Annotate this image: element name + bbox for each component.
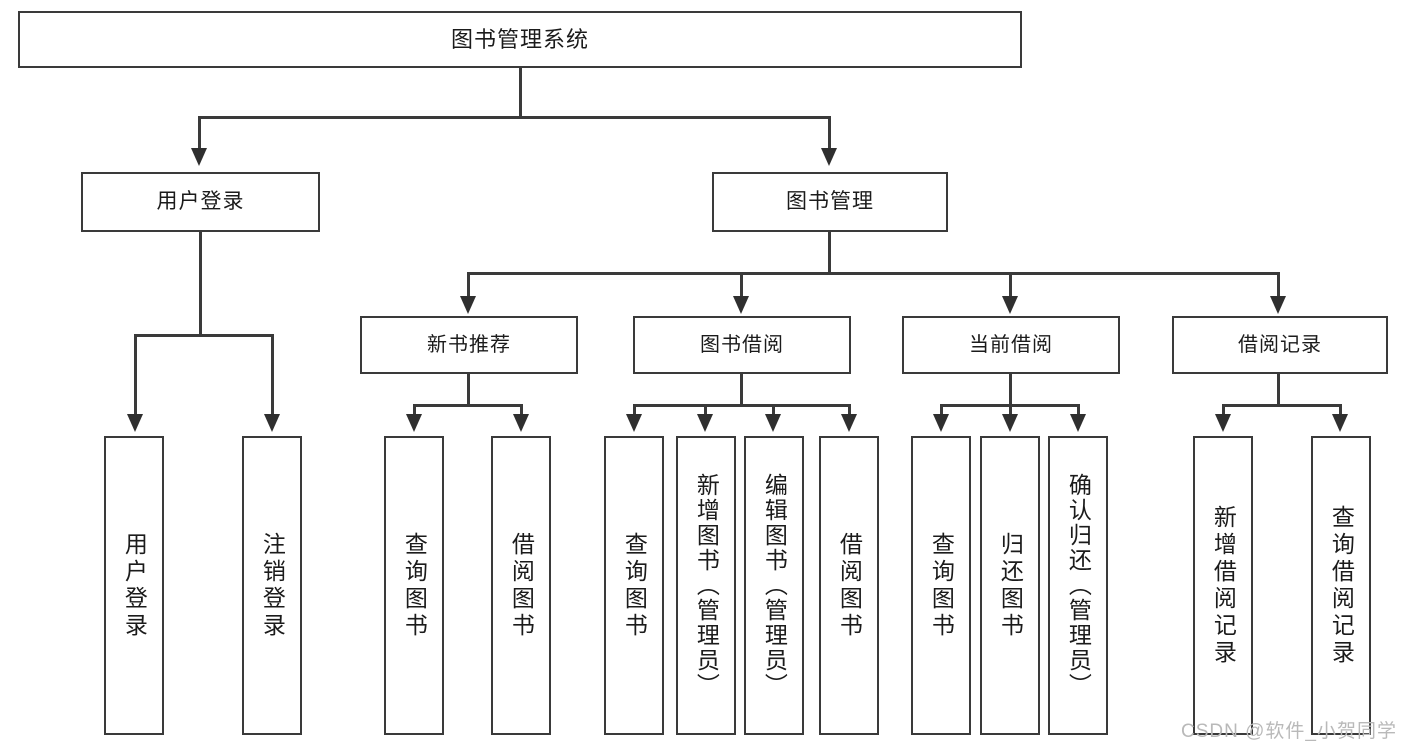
node-book-borrow[interactable]: 图书借阅 <box>633 316 851 374</box>
leaf-label: 编辑图书（管理员） <box>761 473 788 698</box>
leaf-user-login-0[interactable]: 用户登录 <box>104 436 164 735</box>
connector-login-to-leaf-1 <box>271 334 274 416</box>
connector-currentborrow-stem <box>1009 374 1012 406</box>
leaf-book-borrow-1[interactable]: 新增图书（管理员） <box>676 436 736 735</box>
arrow-newbook-to-leaf-0 <box>406 414 422 432</box>
leaf-user-login-1[interactable]: 注销登录 <box>242 436 302 735</box>
arrow-root-to-bookmgmt <box>821 148 837 166</box>
leaf-borrow-record-0[interactable]: 新增借阅记录 <box>1193 436 1253 735</box>
connector-bookborrow-to-leaf-3 <box>848 404 851 416</box>
leaf-label: 新增借阅记录 <box>1210 504 1237 667</box>
arrow-bookborrow-to-leaf-1 <box>697 414 713 432</box>
arrow-login-to-leaf-0 <box>127 414 143 432</box>
arrow-currentborrow-to-leaf-1 <box>1002 414 1018 432</box>
connector-bookmgmt-to-l3-1 <box>740 272 743 298</box>
node-root-system[interactable]: 图书管理系统 <box>18 11 1022 68</box>
connector-borrowrecord-to-leaf-0 <box>1222 404 1225 416</box>
arrow-borrowrecord-to-leaf-1 <box>1332 414 1348 432</box>
leaf-label: 借阅图书 <box>508 531 535 640</box>
leaf-label: 确认归还（管理员） <box>1065 473 1092 698</box>
connector-bookborrow-to-leaf-2 <box>772 404 775 416</box>
leaf-label: 查询图书 <box>401 531 428 640</box>
node-label: 借阅记录 <box>1238 333 1322 356</box>
connector-borrowrecord-bar <box>1222 404 1341 407</box>
connector-login-to-leaf-0 <box>134 334 137 416</box>
connector-borrowrecord-to-leaf-1 <box>1339 404 1342 416</box>
leaf-label: 查询借阅记录 <box>1328 504 1355 667</box>
connector-bookmgmt-to-l3-2 <box>1009 272 1012 298</box>
connector-bookborrow-to-leaf-0 <box>633 404 636 416</box>
arrow-login-to-leaf-1 <box>264 414 280 432</box>
leaf-label: 查询图书 <box>621 531 648 640</box>
connector-borrowrecord-stem <box>1277 374 1280 406</box>
connector-bookborrow-to-leaf-1 <box>704 404 707 416</box>
connector-login-bar <box>134 334 272 337</box>
arrow-bookmgmt-to-l3-1 <box>733 296 749 314</box>
connector-bookmgmt-stem <box>828 232 831 274</box>
node-label: 图书管理系统 <box>450 26 589 52</box>
connector-bookmgmt-to-l3-3 <box>1277 272 1280 298</box>
arrow-currentborrow-to-leaf-2 <box>1070 414 1086 432</box>
connector-bookmgmt-bar <box>467 272 1280 275</box>
connector-currentborrow-to-leaf-1 <box>1009 404 1012 416</box>
leaf-book-borrow-2[interactable]: 编辑图书（管理员） <box>744 436 804 735</box>
leaf-label: 新增图书（管理员） <box>693 473 720 698</box>
arrow-root-to-login <box>191 148 207 166</box>
leaf-new-book-recommend-0[interactable]: 查询图书 <box>384 436 444 735</box>
connector-bookborrow-stem <box>740 374 743 406</box>
connector-root-stem <box>519 68 522 118</box>
arrow-bookmgmt-to-l3-2 <box>1002 296 1018 314</box>
leaf-new-book-recommend-1[interactable]: 借阅图书 <box>491 436 551 735</box>
leaf-label: 借阅图书 <box>836 531 863 640</box>
leaf-label: 用户登录 <box>121 531 148 640</box>
watermark: CSDN @软件_小贺同学 <box>1181 721 1397 742</box>
leaf-label: 注销登录 <box>259 531 286 640</box>
node-user-login[interactable]: 用户登录 <box>81 172 320 232</box>
node-current-borrow[interactable]: 当前借阅 <box>902 316 1120 374</box>
connector-bookborrow-bar <box>633 404 851 407</box>
leaf-borrow-record-1[interactable]: 查询借阅记录 <box>1311 436 1371 735</box>
node-label: 用户登录 <box>156 189 245 213</box>
connector-newbook-stem <box>467 374 470 406</box>
arrow-bookborrow-to-leaf-0 <box>626 414 642 432</box>
node-label: 图书管理 <box>786 189 874 213</box>
node-label: 当前借阅 <box>969 333 1053 356</box>
connector-newbook-to-leaf-1 <box>520 404 523 416</box>
leaf-current-borrow-0[interactable]: 查询图书 <box>911 436 971 735</box>
connector-root-to-bookmgmt <box>828 116 831 150</box>
leaf-label: 归还图书 <box>997 531 1024 640</box>
connector-login-stem <box>199 232 202 336</box>
leaf-book-borrow-0[interactable]: 查询图书 <box>604 436 664 735</box>
arrow-borrowrecord-to-leaf-0 <box>1215 414 1231 432</box>
node-label: 新书推荐 <box>427 333 511 356</box>
leaf-current-borrow-1[interactable]: 归还图书 <box>980 436 1040 735</box>
connector-root-bar <box>198 116 831 119</box>
arrow-bookmgmt-to-l3-3 <box>1270 296 1286 314</box>
connector-currentborrow-to-leaf-0 <box>940 404 943 416</box>
leaf-book-borrow-3[interactable]: 借阅图书 <box>819 436 879 735</box>
arrow-newbook-to-leaf-1 <box>513 414 529 432</box>
connector-newbook-bar <box>413 404 523 407</box>
node-new-book-recommend[interactable]: 新书推荐 <box>360 316 578 374</box>
leaf-label: 查询图书 <box>928 531 955 640</box>
leaf-current-borrow-2[interactable]: 确认归还（管理员） <box>1048 436 1108 735</box>
connector-root-to-login <box>198 116 201 150</box>
arrow-bookborrow-to-leaf-3 <box>841 414 857 432</box>
arrow-bookmgmt-to-l3-0 <box>460 296 476 314</box>
node-label: 图书借阅 <box>700 333 784 356</box>
connector-bookmgmt-to-l3-0 <box>467 272 470 298</box>
node-borrow-record[interactable]: 借阅记录 <box>1172 316 1388 374</box>
connector-currentborrow-to-leaf-2 <box>1077 404 1080 416</box>
arrow-currentborrow-to-leaf-0 <box>933 414 949 432</box>
connector-newbook-to-leaf-0 <box>413 404 416 416</box>
node-book-management[interactable]: 图书管理 <box>712 172 948 232</box>
arrow-bookborrow-to-leaf-2 <box>765 414 781 432</box>
